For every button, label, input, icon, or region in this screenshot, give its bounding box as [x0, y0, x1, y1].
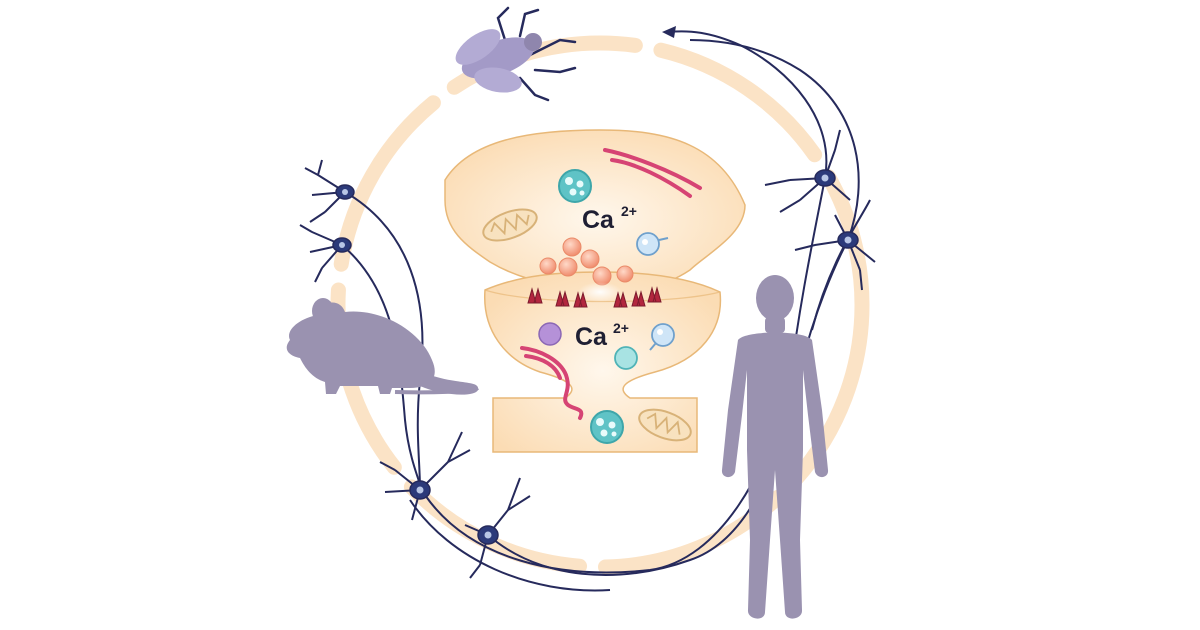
golgi-apparatus [603, 148, 702, 198]
vesicle-violet [538, 322, 562, 346]
vesicle-teal [614, 346, 638, 370]
postsynaptic-calcium-label: Ca 2+ [575, 320, 629, 351]
fly-silhouette [455, 6, 577, 102]
endosome-post [649, 323, 675, 351]
mouse-silhouette [286, 298, 479, 395]
presynaptic-calcium-label: Ca 2+ [582, 203, 637, 234]
mitochondrion-post [638, 408, 692, 442]
arrowhead-icon [662, 26, 676, 38]
multivesicular-body-post [590, 410, 624, 444]
calcium-symbol: Ca [575, 323, 608, 351]
calcium-symbol: Ca [582, 206, 615, 234]
synaptic-vesicles [539, 237, 634, 286]
calcium-charge: 2+ [613, 320, 629, 336]
endosome [636, 232, 669, 256]
human-silhouette [721, 275, 829, 619]
neuron-icon [299, 129, 876, 579]
mitochondrion [482, 208, 538, 242]
multivesicular-body [558, 169, 592, 203]
endoplasmic-reticulum [520, 346, 584, 420]
calcium-charge: 2+ [621, 203, 637, 219]
postsynaptic-receptors [527, 286, 662, 308]
